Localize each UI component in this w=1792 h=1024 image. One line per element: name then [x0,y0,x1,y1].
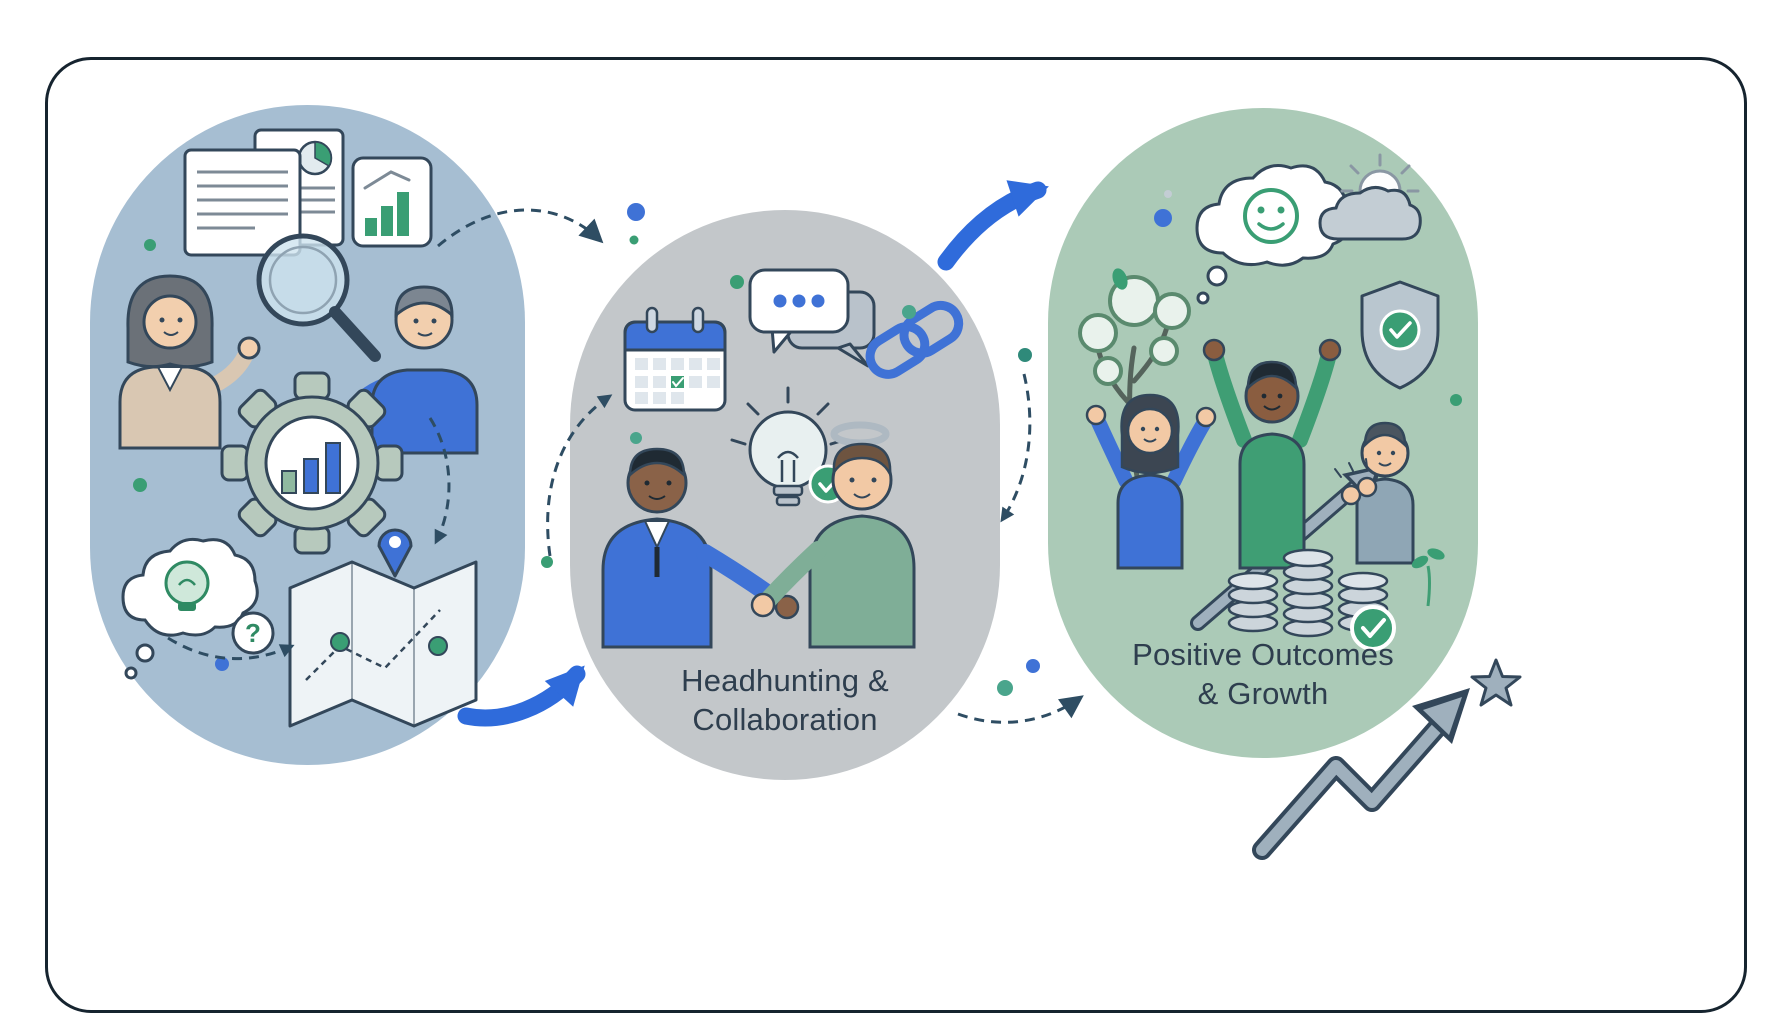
stage-headhunting-pill: Headhunting & Collaboration [570,210,1000,780]
stage-research-pill: ? [90,105,525,765]
decor-dot [630,432,642,444]
bar-chart-card-icon [351,156,433,248]
decor-dot [1450,394,1462,406]
chain-link-icon [865,300,964,379]
recruiter-suit-man [601,447,800,649]
decor-dot [1154,209,1172,227]
handshake-people-icon [601,421,916,649]
map-pins-icon [288,528,478,728]
lightbulb-check-icon [730,386,848,507]
question-mark-icon: ? [231,611,275,655]
decor-dot [144,239,156,251]
clapping-person [1334,421,1415,565]
celebrating-woman [1085,393,1217,570]
rounded-border-frame [45,57,1747,1013]
tree-icon [1078,268,1191,486]
decor-dot [133,478,147,492]
stage-outcomes-illustration [1078,153,1462,651]
recruiter-woman-icon [118,274,261,450]
decor-dot [215,657,229,671]
candidate-sweater-man [750,421,916,649]
sun-cloud-icon [1318,153,1422,241]
coins-check-icon [1227,548,1445,651]
stage-outcomes-label: Positive Outcomes & Growth [1132,637,1394,711]
thought-bubble-lightbulb-icon: ? [121,537,275,680]
chat-bubbles-icon [748,268,876,368]
plant-icon [1411,548,1445,607]
documents-icon [183,128,433,362]
calendar-icon [623,306,727,412]
decor-dot [730,275,744,289]
stage-outcomes-pill: Positive Outcomes & Growth [1048,108,1478,758]
stage-research-illustration: ? [118,128,479,728]
smiley-thought-cloud-icon [1195,164,1351,305]
halo-icon [830,421,890,447]
stage-headhunting-illustration [601,268,964,649]
celebrating-people-icon [1085,338,1415,570]
decor-dot [1164,190,1172,198]
stage-headhunting-label: Headhunting & Collaboration [681,663,889,737]
decor-dot [902,305,916,319]
question-mark-glyph: ? [245,618,261,648]
magnifier-icon [256,233,381,362]
celebrating-man [1202,338,1342,570]
gear-analytics-icon [220,371,404,555]
shield-check-icon [1360,280,1440,390]
